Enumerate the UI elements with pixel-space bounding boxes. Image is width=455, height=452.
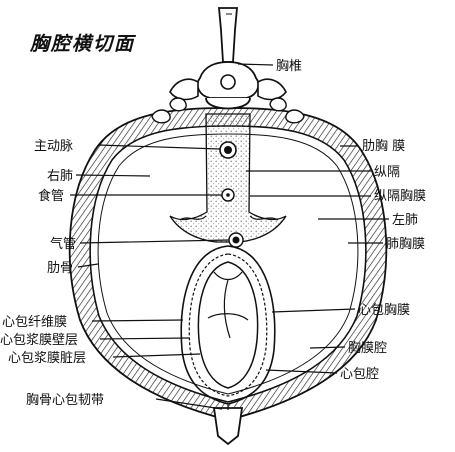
sternum [212, 404, 244, 446]
svg-text:肋胸 膜: 肋胸 膜 [362, 139, 405, 154]
pericardium [180, 245, 276, 405]
aorta [219, 141, 237, 159]
svg-text:心包腔: 心包腔 [340, 367, 379, 382]
label-costal-pleura: 肋胸 膜 [340, 139, 405, 154]
svg-text:左肺: 左肺 [392, 213, 418, 228]
svg-text:肋骨: 肋骨 [47, 261, 73, 276]
label-rib: 肋骨 [47, 261, 99, 276]
svg-text:主动脉: 主动脉 [34, 139, 73, 154]
label-aorta: 主动脉 [34, 139, 221, 154]
svg-text:心包浆膜壁层: 心包浆膜壁层 [0, 333, 78, 348]
svg-text:胸椎: 胸椎 [276, 59, 302, 74]
label-vertebra: 胸椎 [237, 59, 302, 74]
svg-text:心包纤维膜: 心包纤维膜 [2, 315, 67, 330]
svg-text:食管: 食管 [38, 188, 64, 204]
svg-text:气管: 气管 [50, 236, 76, 252]
label-mediastinal-pleura: 纵隔胸膜 [250, 189, 426, 204]
label-visceral-serous-pericardium: 心包浆膜脏层 [8, 351, 201, 366]
label-fibrous-pericardium: 心包纤维膜 [2, 315, 184, 330]
svg-text:心包胸膜: 心包胸膜 [358, 303, 410, 318]
label-esophagus: 食管 [38, 188, 222, 204]
label-trachea: 气管 [50, 236, 230, 252]
thoracic-vertebra [151, 7, 305, 124]
svg-text:心包浆膜脏层: 心包浆膜脏层 [8, 351, 86, 366]
label-left-lung: 左肺 [318, 213, 418, 228]
svg-text:胸骨心包韧带: 胸骨心包韧带 [26, 393, 104, 408]
label-right-lung: 右肺 [47, 169, 151, 184]
svg-text:纵隔胸膜: 纵隔胸膜 [374, 189, 426, 204]
svg-text:肺胸膜: 肺胸膜 [386, 237, 425, 252]
label-pleural-cavity: 胸膜腔 [309, 341, 387, 356]
label-mediastinum: 纵隔 [246, 165, 400, 180]
label-pericardial-pleura: 心包胸膜 [271, 303, 410, 318]
svg-text:胸膜腔: 胸膜腔 [348, 341, 387, 356]
label-pulmonary-pleura: 肺胸膜 [348, 237, 425, 252]
esophagus [221, 188, 235, 202]
svg-text:纵隔: 纵隔 [374, 165, 400, 180]
label-sternopericardial-ligament: 胸骨心包韧带 [26, 393, 223, 410]
trachea [228, 232, 244, 248]
svg-text:右肺: 右肺 [47, 169, 73, 184]
label-parietal-serous-pericardium: 心包浆膜壁层 [0, 333, 190, 348]
label-pericardial-cavity: 心包腔 [265, 367, 379, 382]
diagram-title: 胸腔横切面 [29, 33, 137, 55]
